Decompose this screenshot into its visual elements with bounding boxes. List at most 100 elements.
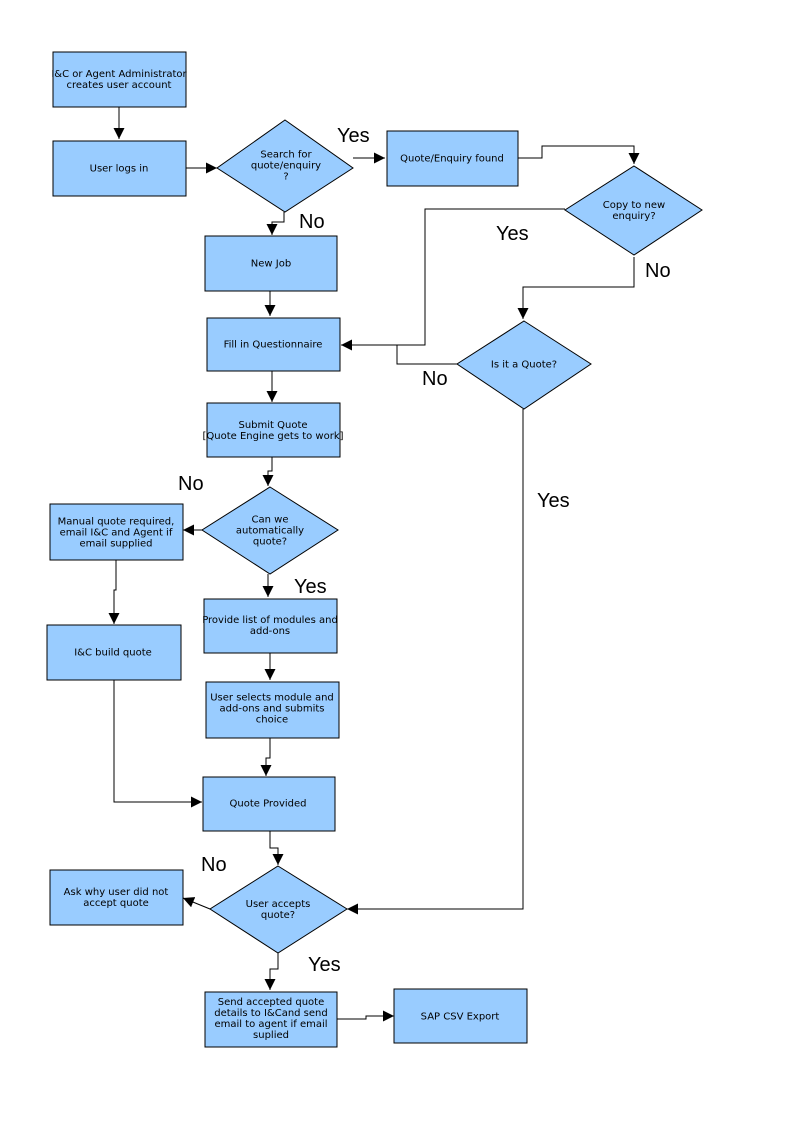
node-label-line: I&C or Agent Administrator [51, 69, 187, 80]
label-fill-questionnaire: Fill in Questionnaire [224, 340, 323, 351]
node-label-line: Is it a Quote? [491, 360, 557, 371]
edge-manual-to-build [108, 560, 120, 624]
edge-accepts-yes-to-send [264, 953, 279, 990]
node-label-line: email supplied [79, 539, 152, 550]
node-user-logs-in [52, 140, 187, 197]
edge-submit-to-auto [262, 457, 274, 486]
edge-selects-to-provided [260, 738, 272, 776]
edge-label-accept-no: No [201, 854, 227, 876]
label-user-logs-in: User logs in [90, 164, 149, 175]
node-label-line: Provide list of modules and [202, 615, 338, 626]
label-manual-quote: Manual quote required,email I&C and Agen… [58, 517, 175, 550]
edge-found-to-copy [518, 145, 640, 164]
edge-isquote-no-to-fill [396, 345, 457, 365]
node-label-line: Manual quote required, [58, 517, 175, 528]
label-new-job: New Job [251, 259, 291, 270]
node-copy-decision [564, 165, 703, 256]
edge-copy-yes-to-fill [341, 208, 565, 351]
node-submit-quote [206, 402, 341, 458]
node-ic-build-quote [46, 624, 182, 681]
edge-label-isquote-yes: Yes [537, 490, 570, 512]
edge-accepts-no-to-ask [182, 897, 211, 910]
label-submit-quote: Submit Quote[Quote Engine gets to work] [202, 420, 343, 442]
edge-label-search-yes: Yes [337, 125, 370, 147]
edge-label-auto-no: No [178, 473, 204, 495]
edge-labels: Yes No Yes No No Yes No Yes No Yes [178, 125, 671, 976]
edge-label-auto-yes: Yes [294, 576, 327, 598]
label-is-quote-decision: Is it a Quote? [491, 360, 557, 371]
node-manual-quote [49, 503, 184, 561]
node-label-line: User selects module and [210, 693, 334, 704]
edge-label-isquote-no: No [422, 368, 448, 390]
node-send-details [204, 991, 338, 1048]
label-sap-export: SAP CSV Export [421, 1012, 500, 1023]
edge-provided-to-accepts [269, 831, 284, 865]
node-label-line: Can we [252, 515, 289, 526]
node-admin-creates-account [52, 51, 187, 108]
node-label-line: add-ons [250, 626, 290, 637]
node-ask-why [49, 869, 184, 926]
node-label-line: quote/enquiry [251, 161, 321, 172]
edge-send-to-sap [337, 1010, 394, 1022]
node-label-line: accept quote [83, 898, 149, 909]
node-quote-found [386, 130, 519, 187]
edge-search-to-newjob [266, 212, 285, 235]
edge-label-search-no: No [299, 211, 325, 233]
node-label-line: quote? [261, 910, 295, 921]
node-label-line: User logs in [90, 164, 149, 175]
node-fill-questionnaire [206, 317, 341, 372]
node-label-line: choice [256, 715, 288, 726]
node-label-line: enquiry? [612, 211, 655, 222]
node-is-quote-decision [456, 320, 592, 410]
node-quote-provided [202, 776, 336, 832]
label-quote-found: Quote/Enquiry found [400, 154, 504, 165]
node-label-line: Fill in Questionnaire [224, 340, 323, 351]
node-label-line: Quote/Enquiry found [400, 154, 504, 165]
edge-isquote-yes-to-accepts [347, 409, 524, 915]
edge-copy-no-to-isquote [517, 257, 635, 319]
node-label-line: I&C build quote [74, 648, 152, 659]
node-label-line: Send accepted quote [218, 997, 324, 1008]
node-label-line: Search for [260, 150, 312, 161]
edge-label-accept-yes: Yes [308, 954, 341, 976]
node-label-line: email I&C and Agent if [60, 528, 173, 539]
label-quote-provided: Quote Provided [230, 799, 307, 810]
edge-build-to-provided [113, 680, 202, 808]
node-label-line: SAP CSV Export [421, 1012, 500, 1023]
node-label-line: Ask why user did not [64, 887, 169, 898]
node-label-line: suplied [253, 1030, 289, 1041]
node-label-line: automatically [236, 526, 304, 537]
connectors [108, 107, 640, 1022]
node-label-line: New Job [251, 259, 291, 270]
edge-label-copy-no: No [645, 260, 671, 282]
node-label-line: quote? [253, 537, 287, 548]
node-label-line: Submit Quote [238, 420, 307, 431]
node-label-line: add-ons and submits [220, 704, 325, 715]
node-accepts-decision [209, 865, 348, 954]
node-label-line: Quote Provided [230, 799, 307, 810]
edge-label-copy-yes: Yes [496, 223, 529, 245]
node-label-line: User accepts [246, 899, 311, 910]
node-label-line: [Quote Engine gets to work] [202, 431, 343, 442]
node-label-line: creates user account [67, 80, 172, 91]
node-sap-export [393, 988, 528, 1044]
node-label-line: ? [283, 172, 288, 183]
node-auto-quote-decision [201, 486, 339, 575]
node-user-selects [205, 681, 340, 739]
node-provide-modules [203, 598, 338, 654]
node-search-decision [216, 119, 354, 213]
node-label-line: email to agent if email [214, 1019, 327, 1030]
node-label-line: Copy to new [603, 200, 665, 211]
node-new-job [204, 235, 338, 292]
shapes [46, 51, 703, 1048]
